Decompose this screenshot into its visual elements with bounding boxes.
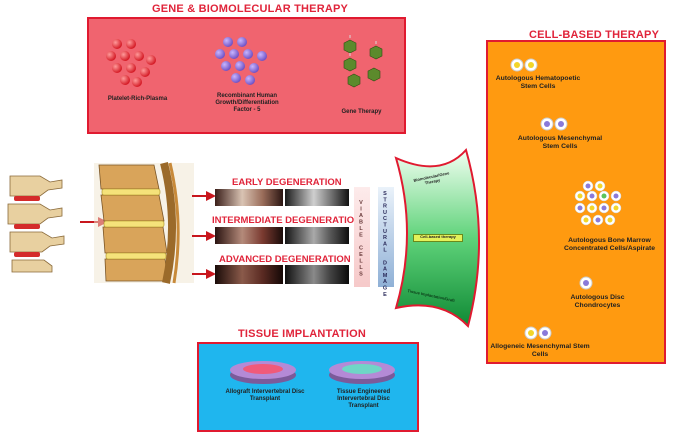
red-arrow-intermediate <box>192 231 216 241</box>
disc-chondrocytes-icon <box>579 276 593 290</box>
cell-therapy-panel <box>486 40 666 364</box>
structural-damage-label: STRUCTURAL DAMAGE <box>382 191 388 299</box>
gene-therapy-label: Gene Therapy <box>341 109 382 115</box>
stage-intermediate-label: INTERMEDIATE DEGENERATION <box>212 215 362 226</box>
gene-therapy-icon <box>343 35 383 88</box>
viable-cells-bar <box>354 187 370 287</box>
arc-middle-label: Cell-based therapy <box>420 234 456 239</box>
disc-chondrocytes-label: Autologous Disc Chondrocytes <box>570 294 625 310</box>
stage-early-label: EARLY DEGENERATION <box>232 177 342 188</box>
stage-advanced-label: ADVANCED DEGENERATION <box>219 254 351 265</box>
structural-damage-bar <box>378 187 394 287</box>
allograft-disc-icon <box>230 361 296 384</box>
spine-illustration <box>7 175 65 273</box>
allogeneic-label: Allogeneic Mesenchymal Stem Cells <box>490 343 590 359</box>
hematopoetic-label: Autologous Hematopoetic Stem Cells <box>495 75 581 91</box>
spine-cross-section <box>94 162 194 284</box>
cell-therapy-title: CELL-BASED THERAPY <box>529 29 660 41</box>
arc-middle-marker <box>413 234 463 242</box>
tissue-engineered-label: Tissue Engineered Intervertebral Disc Tr… <box>336 389 391 409</box>
advanced-mri-image <box>285 265 349 284</box>
mesenchymal-label: Autologous Mesenchymal Stem Cells <box>517 135 603 151</box>
rhgdf5-icon <box>215 37 267 85</box>
early-mri-image <box>285 189 349 206</box>
platelet-rich-plasma-label: Platelet-Rich-Plasma <box>107 96 168 102</box>
hematopoetic-cells-icon <box>510 58 538 72</box>
bone-marrow-cells-icon <box>574 180 622 226</box>
bone-marrow-label: Autologous Bone Marrow Concentrated Cell… <box>563 237 656 253</box>
platelet-rich-plasma-icon <box>106 39 156 87</box>
red-arrow-early <box>192 191 216 201</box>
gene-therapy-title: GENE & BIOMOLECULAR THERAPY <box>152 3 349 15</box>
tissue-implantation-title: TISSUE IMPLANTATION <box>238 328 367 340</box>
viable-cells-label: VIABLE CELLS <box>358 200 364 278</box>
allograft-label: Allograft Intervertebral Disc Transplant <box>225 389 305 402</box>
intermediate-mri-image <box>285 227 349 244</box>
intermediate-disc-image <box>215 227 283 244</box>
rhgdf5-label: Recombinant Human Growth/Differentiation… <box>215 93 279 113</box>
advanced-disc-image <box>215 265 283 284</box>
mesenchymal-cells-icon <box>540 117 568 131</box>
red-arrow-advanced <box>192 269 216 279</box>
early-disc-image <box>215 189 283 206</box>
allogeneic-cells-icon <box>524 326 552 340</box>
tissue-engineered-disc-icon <box>329 361 395 384</box>
tissue-implantation-panel <box>197 342 419 432</box>
